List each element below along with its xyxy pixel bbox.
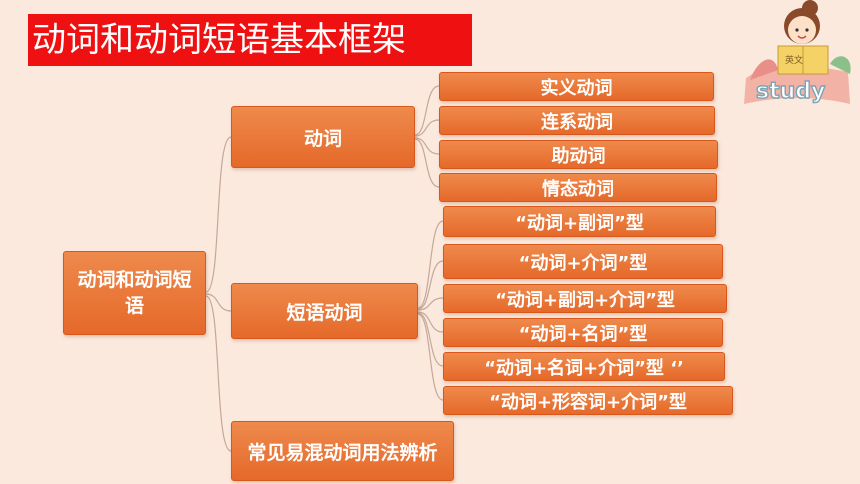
- branch-confusing-verbs: 常见易混动词用法辨析: [231, 421, 454, 481]
- connector-root-confusing: [205, 295, 232, 452]
- connector-verb-child-3: [414, 137, 440, 155]
- branch-phrasal-verb: 短语动词: [231, 283, 418, 339]
- connector-root-phrasal: [205, 293, 232, 312]
- connector-phrasal-child-4: [417, 311, 444, 333]
- study-girl-illustration: 英文 study: [744, 0, 851, 105]
- leaf-linking-verb: 连系动词: [439, 106, 715, 135]
- connector-phrasal-child-3: [417, 297, 444, 311]
- leaf-auxiliary-verb: 助动词: [439, 140, 718, 169]
- connector-phrasal-child-2: [417, 260, 444, 310]
- leaf-verb-adjective-preposition: “动词+形容词+介词”型: [443, 386, 733, 415]
- leaf-verb-noun-preposition: “动词+名词+介词”型 ‘’: [443, 352, 725, 381]
- connector-root-verb: [205, 136, 232, 293]
- leaf-verb-adverb-preposition: “动词+副词+介词”型: [443, 284, 727, 313]
- connector-phrasal-child-1: [417, 220, 444, 309]
- connector-phrasal-child-5: [417, 312, 444, 367]
- connector-verb-child-2: [414, 119, 440, 137]
- page-title: 动词和动词短语基本框架: [28, 14, 472, 66]
- root-node: 动词和动词短语: [63, 251, 206, 335]
- connector-verb-child-4: [414, 138, 440, 188]
- leaf-verb-preposition: “动词+介词”型: [443, 244, 723, 279]
- study-sticker-text: study: [756, 79, 825, 104]
- leaf-modal-verb: 情态动词: [439, 173, 717, 202]
- leaf-verb-adverb: “动词+副词”型: [443, 206, 716, 237]
- connector-verb-child-1: [414, 85, 440, 136]
- book-text: 英文: [785, 54, 803, 66]
- leaf-verb-noun: “动词+名词”型: [443, 318, 723, 347]
- leaf-notional-verb: 实义动词: [439, 72, 714, 101]
- branch-verb: 动词: [231, 106, 415, 168]
- connector-phrasal-child-6: [417, 313, 444, 401]
